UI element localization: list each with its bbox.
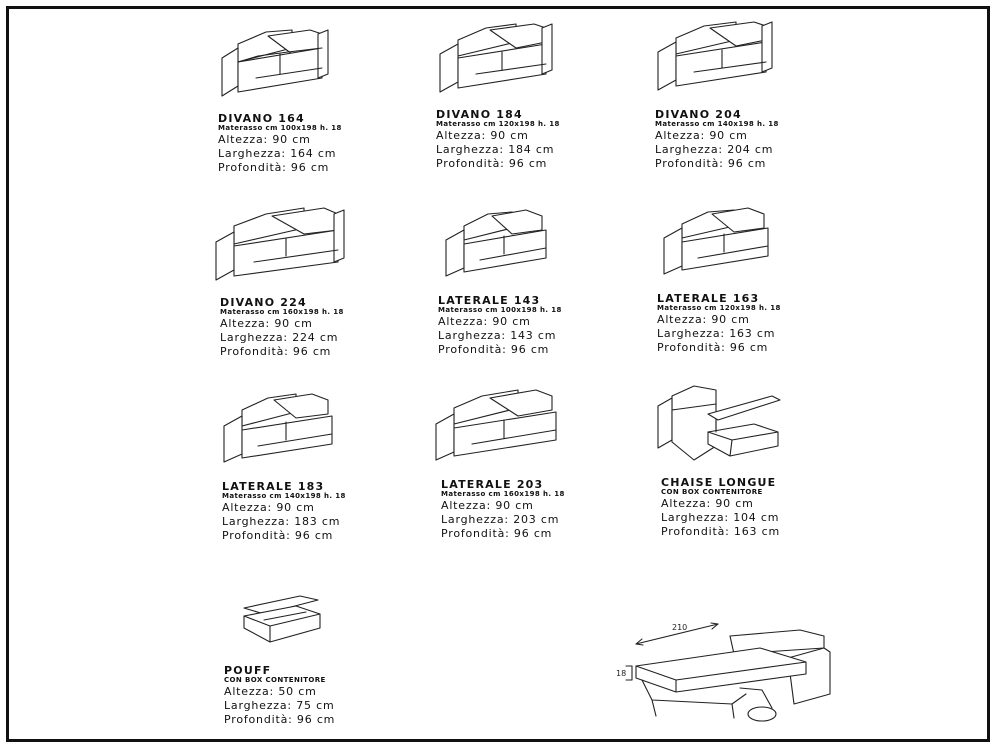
product-subtitle: Materasso cm 160x198 h. 18 bbox=[441, 490, 565, 498]
spec-divano-184: DIVANO 184 Materasso cm 120x198 h. 18 Al… bbox=[436, 109, 560, 170]
spec-depth: Profondità: 96 cm bbox=[441, 527, 553, 540]
spec-depth: Profondità: 96 cm bbox=[436, 157, 548, 170]
page-frame bbox=[6, 6, 990, 742]
spec-height: Altezza: 90 cm bbox=[655, 129, 748, 142]
spec-depth: Profondità: 96 cm bbox=[438, 343, 550, 356]
product-title: LATERALE 143 bbox=[438, 294, 541, 307]
pouff-drawing bbox=[240, 592, 324, 648]
spec-depth: Profondità: 96 cm bbox=[218, 161, 330, 174]
length-dimension-label: 210 bbox=[672, 623, 687, 632]
product-subtitle: Materasso cm 100x198 h. 18 bbox=[218, 124, 342, 132]
product-subtitle: CON BOX CONTENITORE bbox=[661, 488, 763, 496]
spec-depth: Profondità: 96 cm bbox=[220, 345, 332, 358]
spec-laterale-203: LATERALE 203 Materasso cm 160x198 h. 18 … bbox=[441, 479, 565, 540]
spec-width: Larghezza: 164 cm bbox=[218, 147, 337, 160]
product-title: CHAISE LONGUE bbox=[661, 476, 777, 489]
spec-width: Larghezza: 143 cm bbox=[438, 329, 557, 342]
spec-width: Larghezza: 204 cm bbox=[655, 143, 774, 156]
product-title: LATERALE 203 bbox=[441, 478, 544, 491]
product-subtitle: Materasso cm 120x198 h. 18 bbox=[657, 304, 781, 312]
sofa-drawing-laterale-163 bbox=[660, 204, 772, 278]
sofa-drawing-divano-224 bbox=[212, 204, 348, 286]
spec-height: Altezza: 90 cm bbox=[436, 129, 529, 142]
spec-height: Altezza: 90 cm bbox=[661, 497, 754, 510]
spec-height: Altezza: 90 cm bbox=[657, 313, 750, 326]
sofa-drawing-laterale-203 bbox=[432, 386, 560, 464]
spec-width: Larghezza: 163 cm bbox=[657, 327, 776, 340]
spec-height: Altezza: 50 cm bbox=[224, 685, 317, 698]
spec-laterale-183: LATERALE 183 Materasso cm 140x198 h. 18 … bbox=[222, 481, 346, 542]
product-subtitle: Materasso cm 160x198 h. 18 bbox=[220, 308, 344, 316]
height-dimension-label: 18 bbox=[616, 669, 626, 678]
spec-width: Larghezza: 104 cm bbox=[661, 511, 780, 524]
spec-height: Altezza: 90 cm bbox=[222, 501, 315, 514]
product-subtitle: Materasso cm 140x198 h. 18 bbox=[222, 492, 346, 500]
spec-height: Altezza: 90 cm bbox=[438, 315, 531, 328]
spec-chaise-longue: CHAISE LONGUE CON BOX CONTENITORE Altezz… bbox=[661, 477, 780, 538]
product-subtitle: Materasso cm 100x198 h. 18 bbox=[438, 306, 562, 314]
spec-width: Larghezza: 224 cm bbox=[220, 331, 339, 344]
spec-depth: Profondità: 96 cm bbox=[224, 713, 336, 726]
spec-depth: Profondità: 163 cm bbox=[661, 525, 780, 538]
spec-height: Altezza: 90 cm bbox=[441, 499, 534, 512]
spec-height: Altezza: 90 cm bbox=[218, 133, 311, 146]
product-title: LATERALE 183 bbox=[222, 480, 325, 493]
spec-laterale-163: LATERALE 163 Materasso cm 120x198 h. 18 … bbox=[657, 293, 781, 354]
product-subtitle: CON BOX CONTENITORE bbox=[224, 676, 326, 684]
product-title: DIVANO 224 bbox=[220, 296, 307, 309]
sofa-drawing-divano-184 bbox=[436, 20, 558, 96]
sofa-bed-mechanism-diagram: 210 158 18 bbox=[612, 618, 838, 730]
spec-pouff: POUFF CON BOX CONTENITORE Altezza: 50 cm… bbox=[224, 665, 335, 726]
product-title: POUFF bbox=[224, 664, 272, 677]
spec-width: Larghezza: 75 cm bbox=[224, 699, 335, 712]
spec-width: Larghezza: 183 cm bbox=[222, 515, 341, 528]
spec-divano-164: DIVANO 164 Materasso cm 100x198 h. 18 Al… bbox=[218, 113, 342, 174]
spec-divano-224: DIVANO 224 Materasso cm 160x198 h. 18 Al… bbox=[220, 297, 344, 358]
spec-width: Larghezza: 203 cm bbox=[441, 513, 560, 526]
product-title: DIVANO 204 bbox=[655, 108, 742, 121]
product-subtitle: Materasso cm 140x198 h. 18 bbox=[655, 120, 779, 128]
product-title: LATERALE 163 bbox=[657, 292, 760, 305]
spec-depth: Profondità: 96 cm bbox=[657, 341, 769, 354]
product-title: DIVANO 184 bbox=[436, 108, 523, 121]
spec-width: Larghezza: 184 cm bbox=[436, 143, 555, 156]
sofa-drawing-laterale-143 bbox=[442, 206, 550, 280]
spec-laterale-143: LATERALE 143 Materasso cm 100x198 h. 18 … bbox=[438, 295, 562, 356]
product-title: DIVANO 164 bbox=[218, 112, 305, 125]
sofa-drawing-laterale-183 bbox=[220, 390, 336, 466]
sofa-drawing-divano-204 bbox=[654, 18, 776, 94]
spec-divano-204: DIVANO 204 Materasso cm 140x198 h. 18 Al… bbox=[655, 109, 779, 170]
spec-depth: Profondità: 96 cm bbox=[222, 529, 334, 542]
sofa-drawing-divano-164 bbox=[218, 24, 338, 100]
spec-height: Altezza: 90 cm bbox=[220, 317, 313, 330]
chaise-longue-drawing bbox=[654, 380, 784, 464]
spec-depth: Profondità: 96 cm bbox=[655, 157, 767, 170]
product-subtitle: Materasso cm 120x198 h. 18 bbox=[436, 120, 560, 128]
